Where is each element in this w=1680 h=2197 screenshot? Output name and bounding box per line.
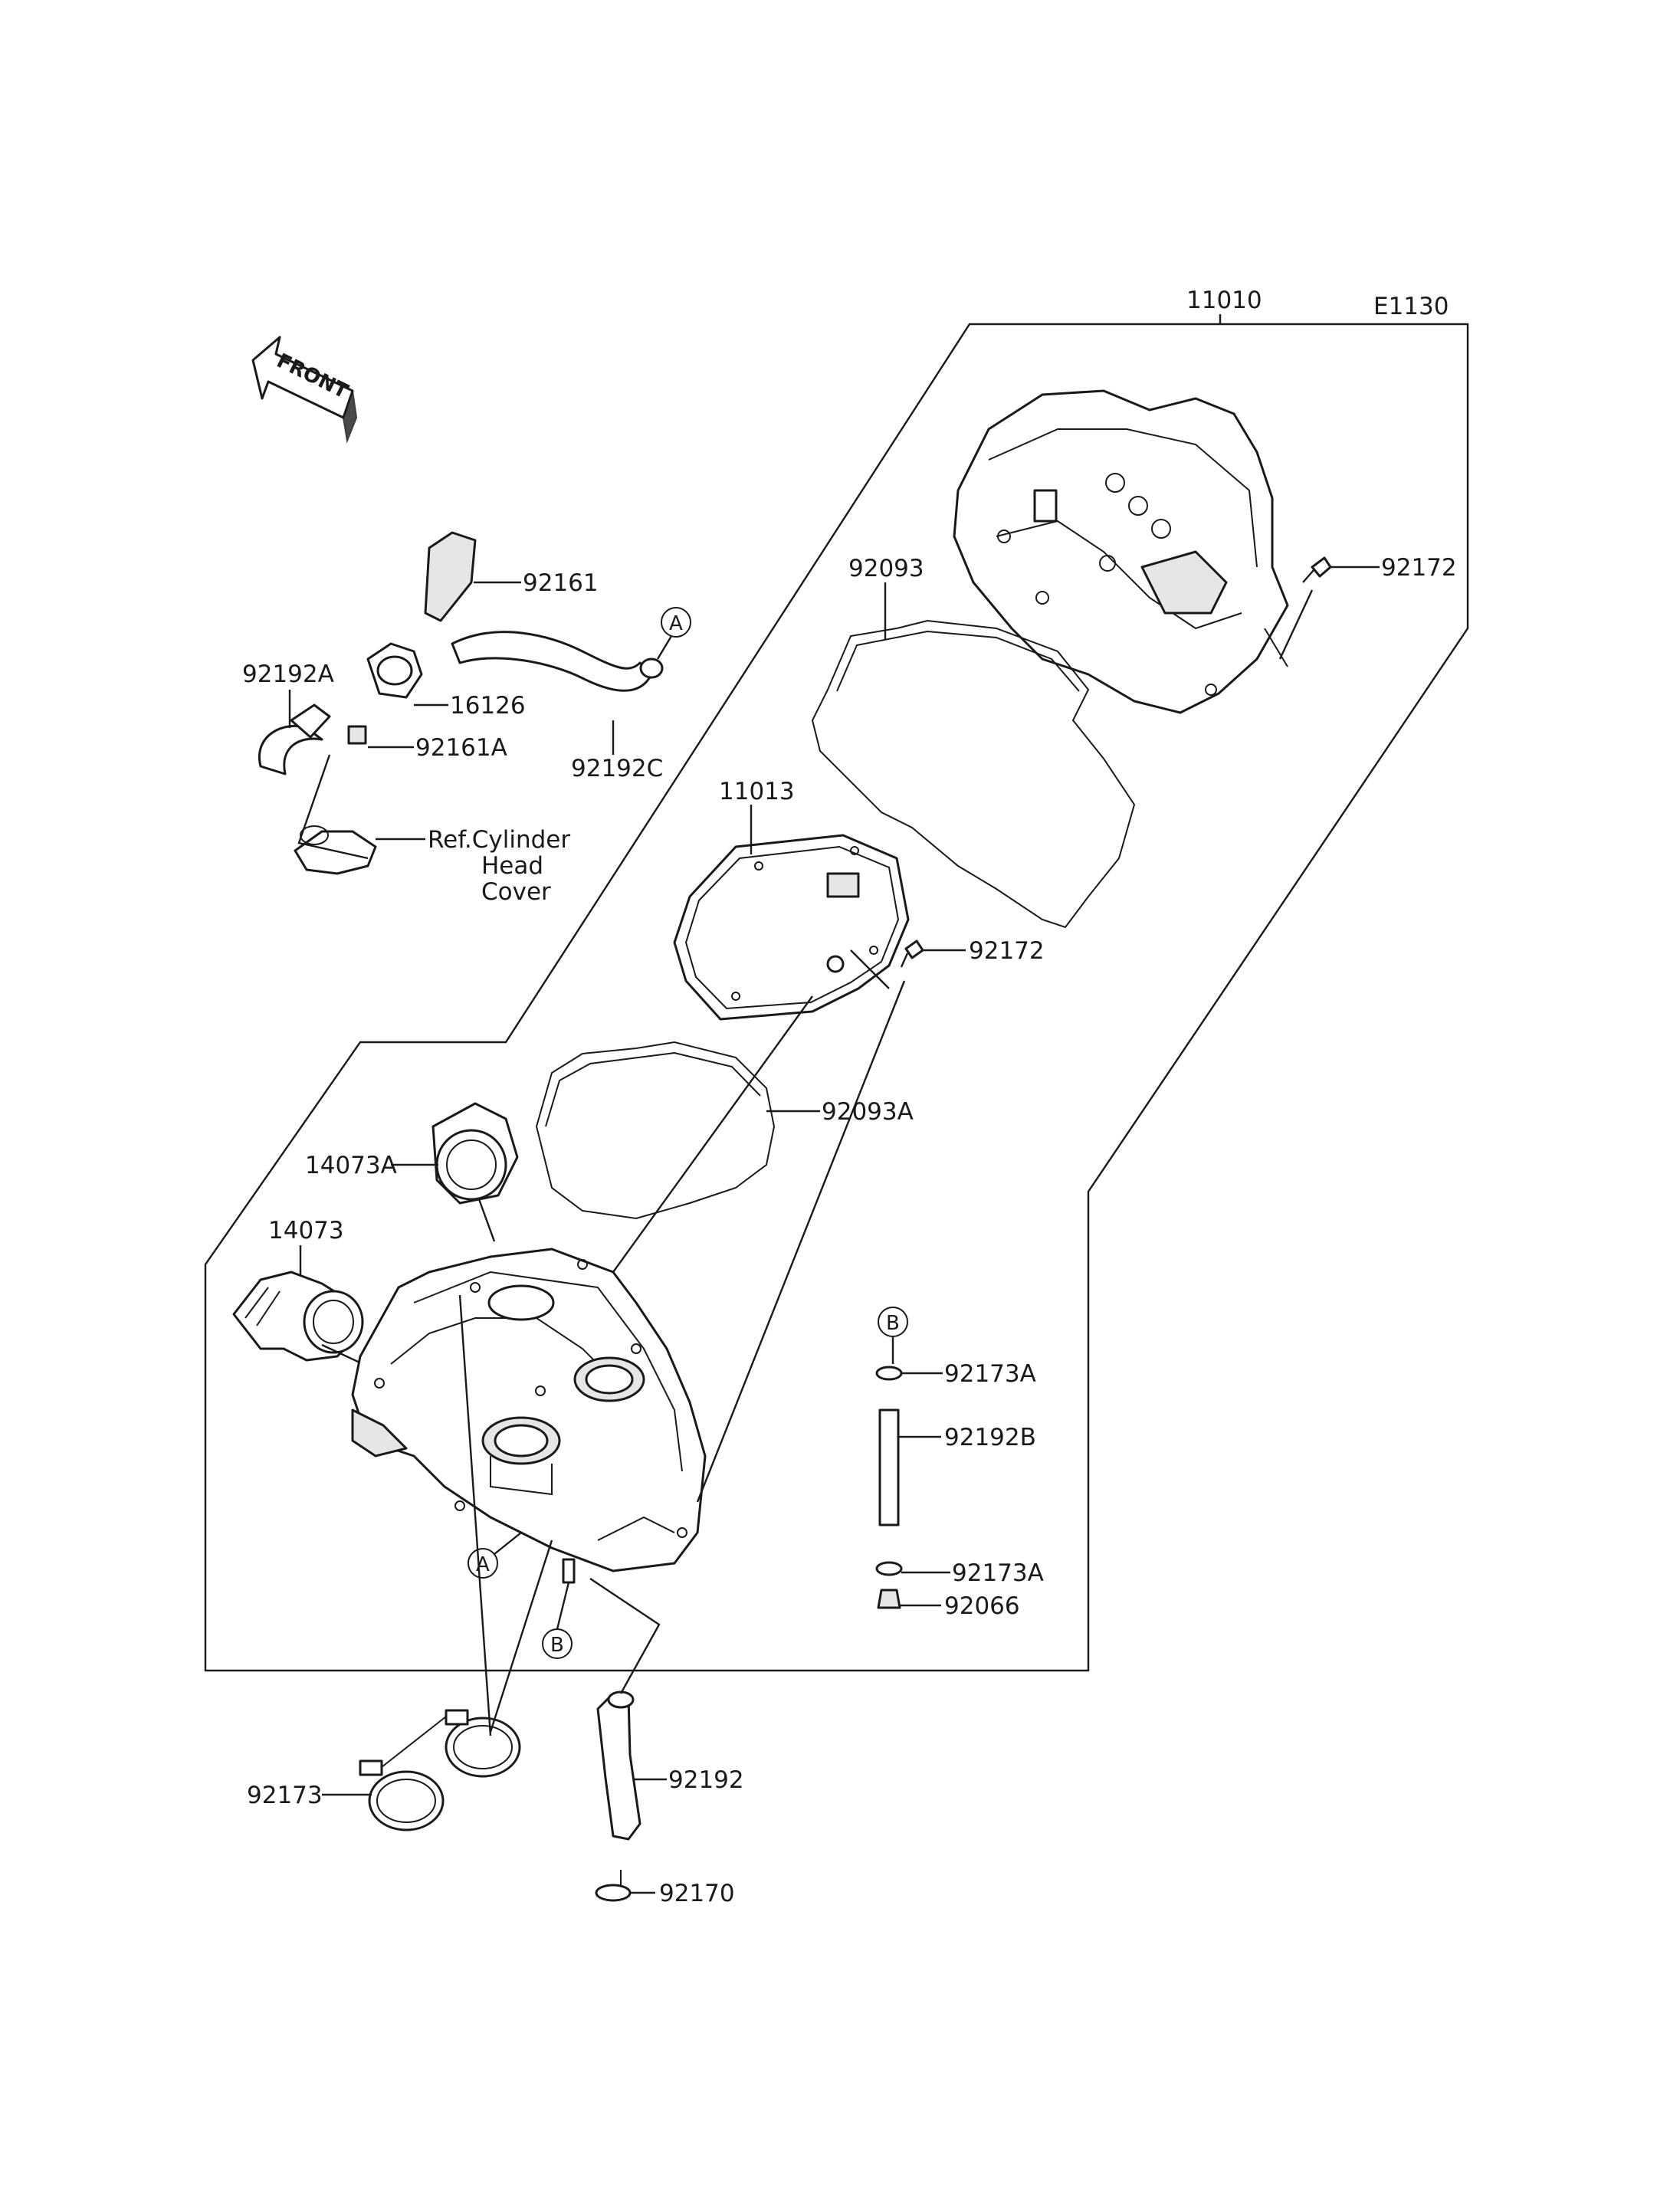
callout-92172-mid: 92172 <box>969 937 1045 965</box>
breather-assembly-part <box>258 531 664 875</box>
clip-92170-part <box>595 1870 632 1902</box>
leader-92173-a <box>489 1540 553 1733</box>
reference-line3: Cover <box>481 878 551 906</box>
reference-line2: Head <box>481 852 543 880</box>
callout-14073: 14073 <box>268 1217 344 1244</box>
callout-92066: 92066 <box>944 1592 1020 1620</box>
leader-92093a-diag <box>612 995 813 1273</box>
callout-92192a: 92192A <box>242 661 334 688</box>
callout-16126: 16126 <box>450 692 526 720</box>
connector-a-top <box>661 607 691 638</box>
leader-ref-cover <box>297 754 369 860</box>
leader-a-top <box>656 635 673 660</box>
callout-92192: 92192 <box>668 1766 744 1794</box>
lower-housing-part <box>351 1248 707 1584</box>
callout-92173a-top: 92173A <box>944 1360 1036 1388</box>
callout-11010: 11010 <box>1186 287 1262 314</box>
leader-92192-path <box>589 1578 661 1694</box>
front-arrow-icon: FRONT <box>251 336 358 444</box>
leader-92173-b <box>458 1294 492 1736</box>
air-filter-element-part <box>673 834 910 1021</box>
callout-92172-top: 92172 <box>1381 554 1457 582</box>
upper-housing-part <box>953 389 1289 714</box>
clamps-92173-part <box>359 1709 521 1831</box>
screw-92172-mid <box>900 939 924 968</box>
callout-92161: 92161 <box>523 569 599 597</box>
hose-92192-part <box>596 1690 641 1841</box>
callout-92093: 92093 <box>848 555 924 582</box>
connector-a-top-label: A <box>669 612 683 635</box>
callout-92161a: 92161A <box>415 734 507 762</box>
drain-tube-part <box>875 1366 903 1609</box>
leader-lower-92172 <box>696 980 906 1503</box>
callout-92093a: 92093A <box>822 1098 914 1126</box>
connector-b-right-label: B <box>886 1312 900 1335</box>
leader-14073a-diag <box>477 1199 496 1242</box>
leader-a-bottom <box>494 1532 522 1555</box>
gasket-92093a-part <box>535 1041 776 1220</box>
connector-b-bottom-label: B <box>550 1634 564 1657</box>
connector-a-bottom <box>468 1548 498 1579</box>
callout-92192c: 92192C <box>571 755 663 782</box>
duct-14073a-part <box>431 1102 519 1205</box>
callout-92192b: 92192B <box>944 1424 1036 1451</box>
duct-14073-part <box>232 1271 364 1362</box>
callout-92173: 92173 <box>247 1782 323 1809</box>
leader-11013-link <box>850 949 890 989</box>
leader-b-bottom <box>556 1582 570 1630</box>
screw-92172-top <box>1302 556 1332 583</box>
leader-92172-top-diag <box>1278 589 1314 660</box>
callout-11013: 11013 <box>719 778 795 805</box>
callout-14073a: 14073A <box>305 1152 397 1179</box>
callout-92173a-bot: 92173A <box>952 1559 1044 1587</box>
assembly-boundary <box>204 323 1469 1672</box>
gasket-92093-part <box>811 619 1136 929</box>
callout-92170: 92170 <box>659 1880 735 1907</box>
diagram-code: E1130 <box>1373 293 1449 320</box>
reference-line1: Ref.Cylinder <box>428 826 570 854</box>
